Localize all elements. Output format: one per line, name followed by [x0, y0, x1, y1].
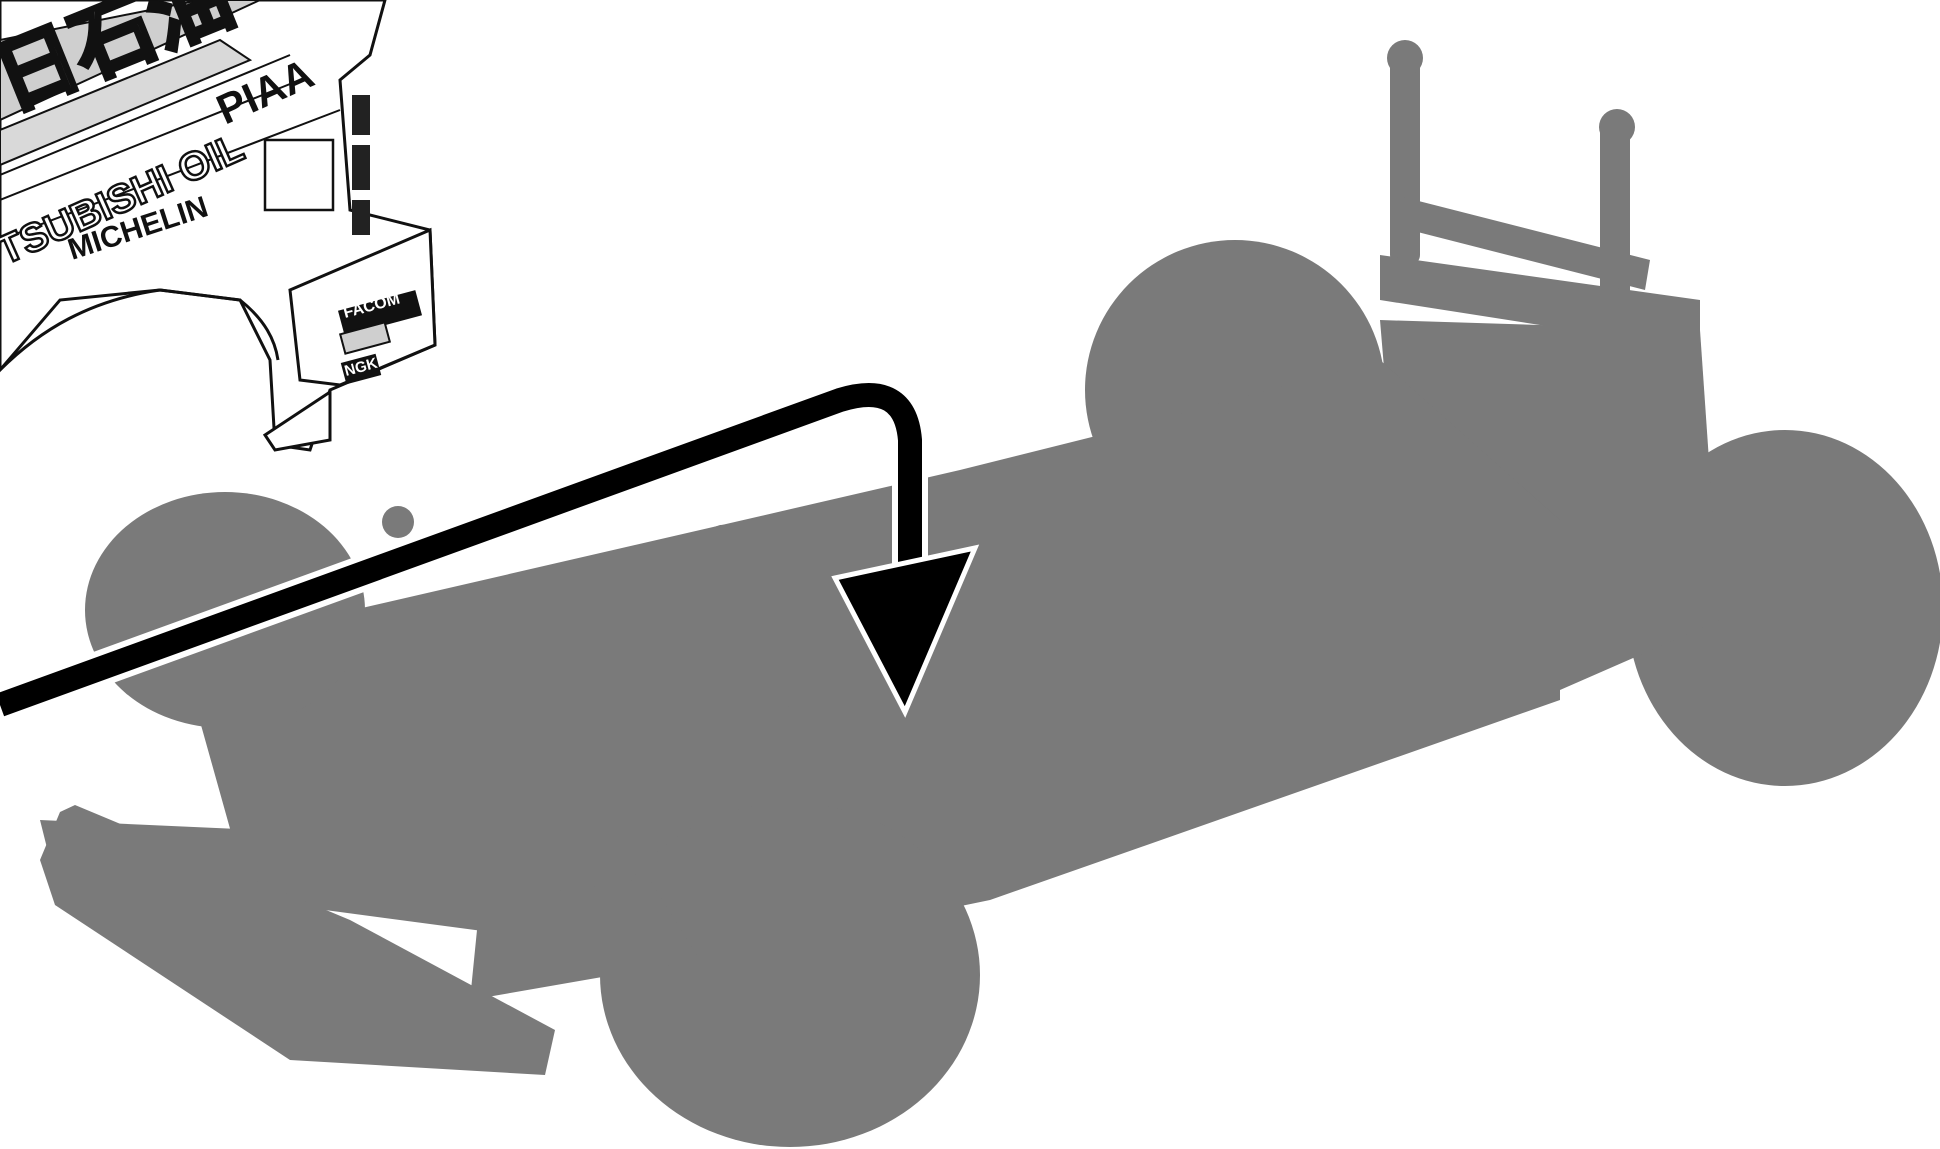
shock-tower-post-left — [1390, 55, 1420, 265]
front-right-wheel — [600, 803, 980, 1147]
